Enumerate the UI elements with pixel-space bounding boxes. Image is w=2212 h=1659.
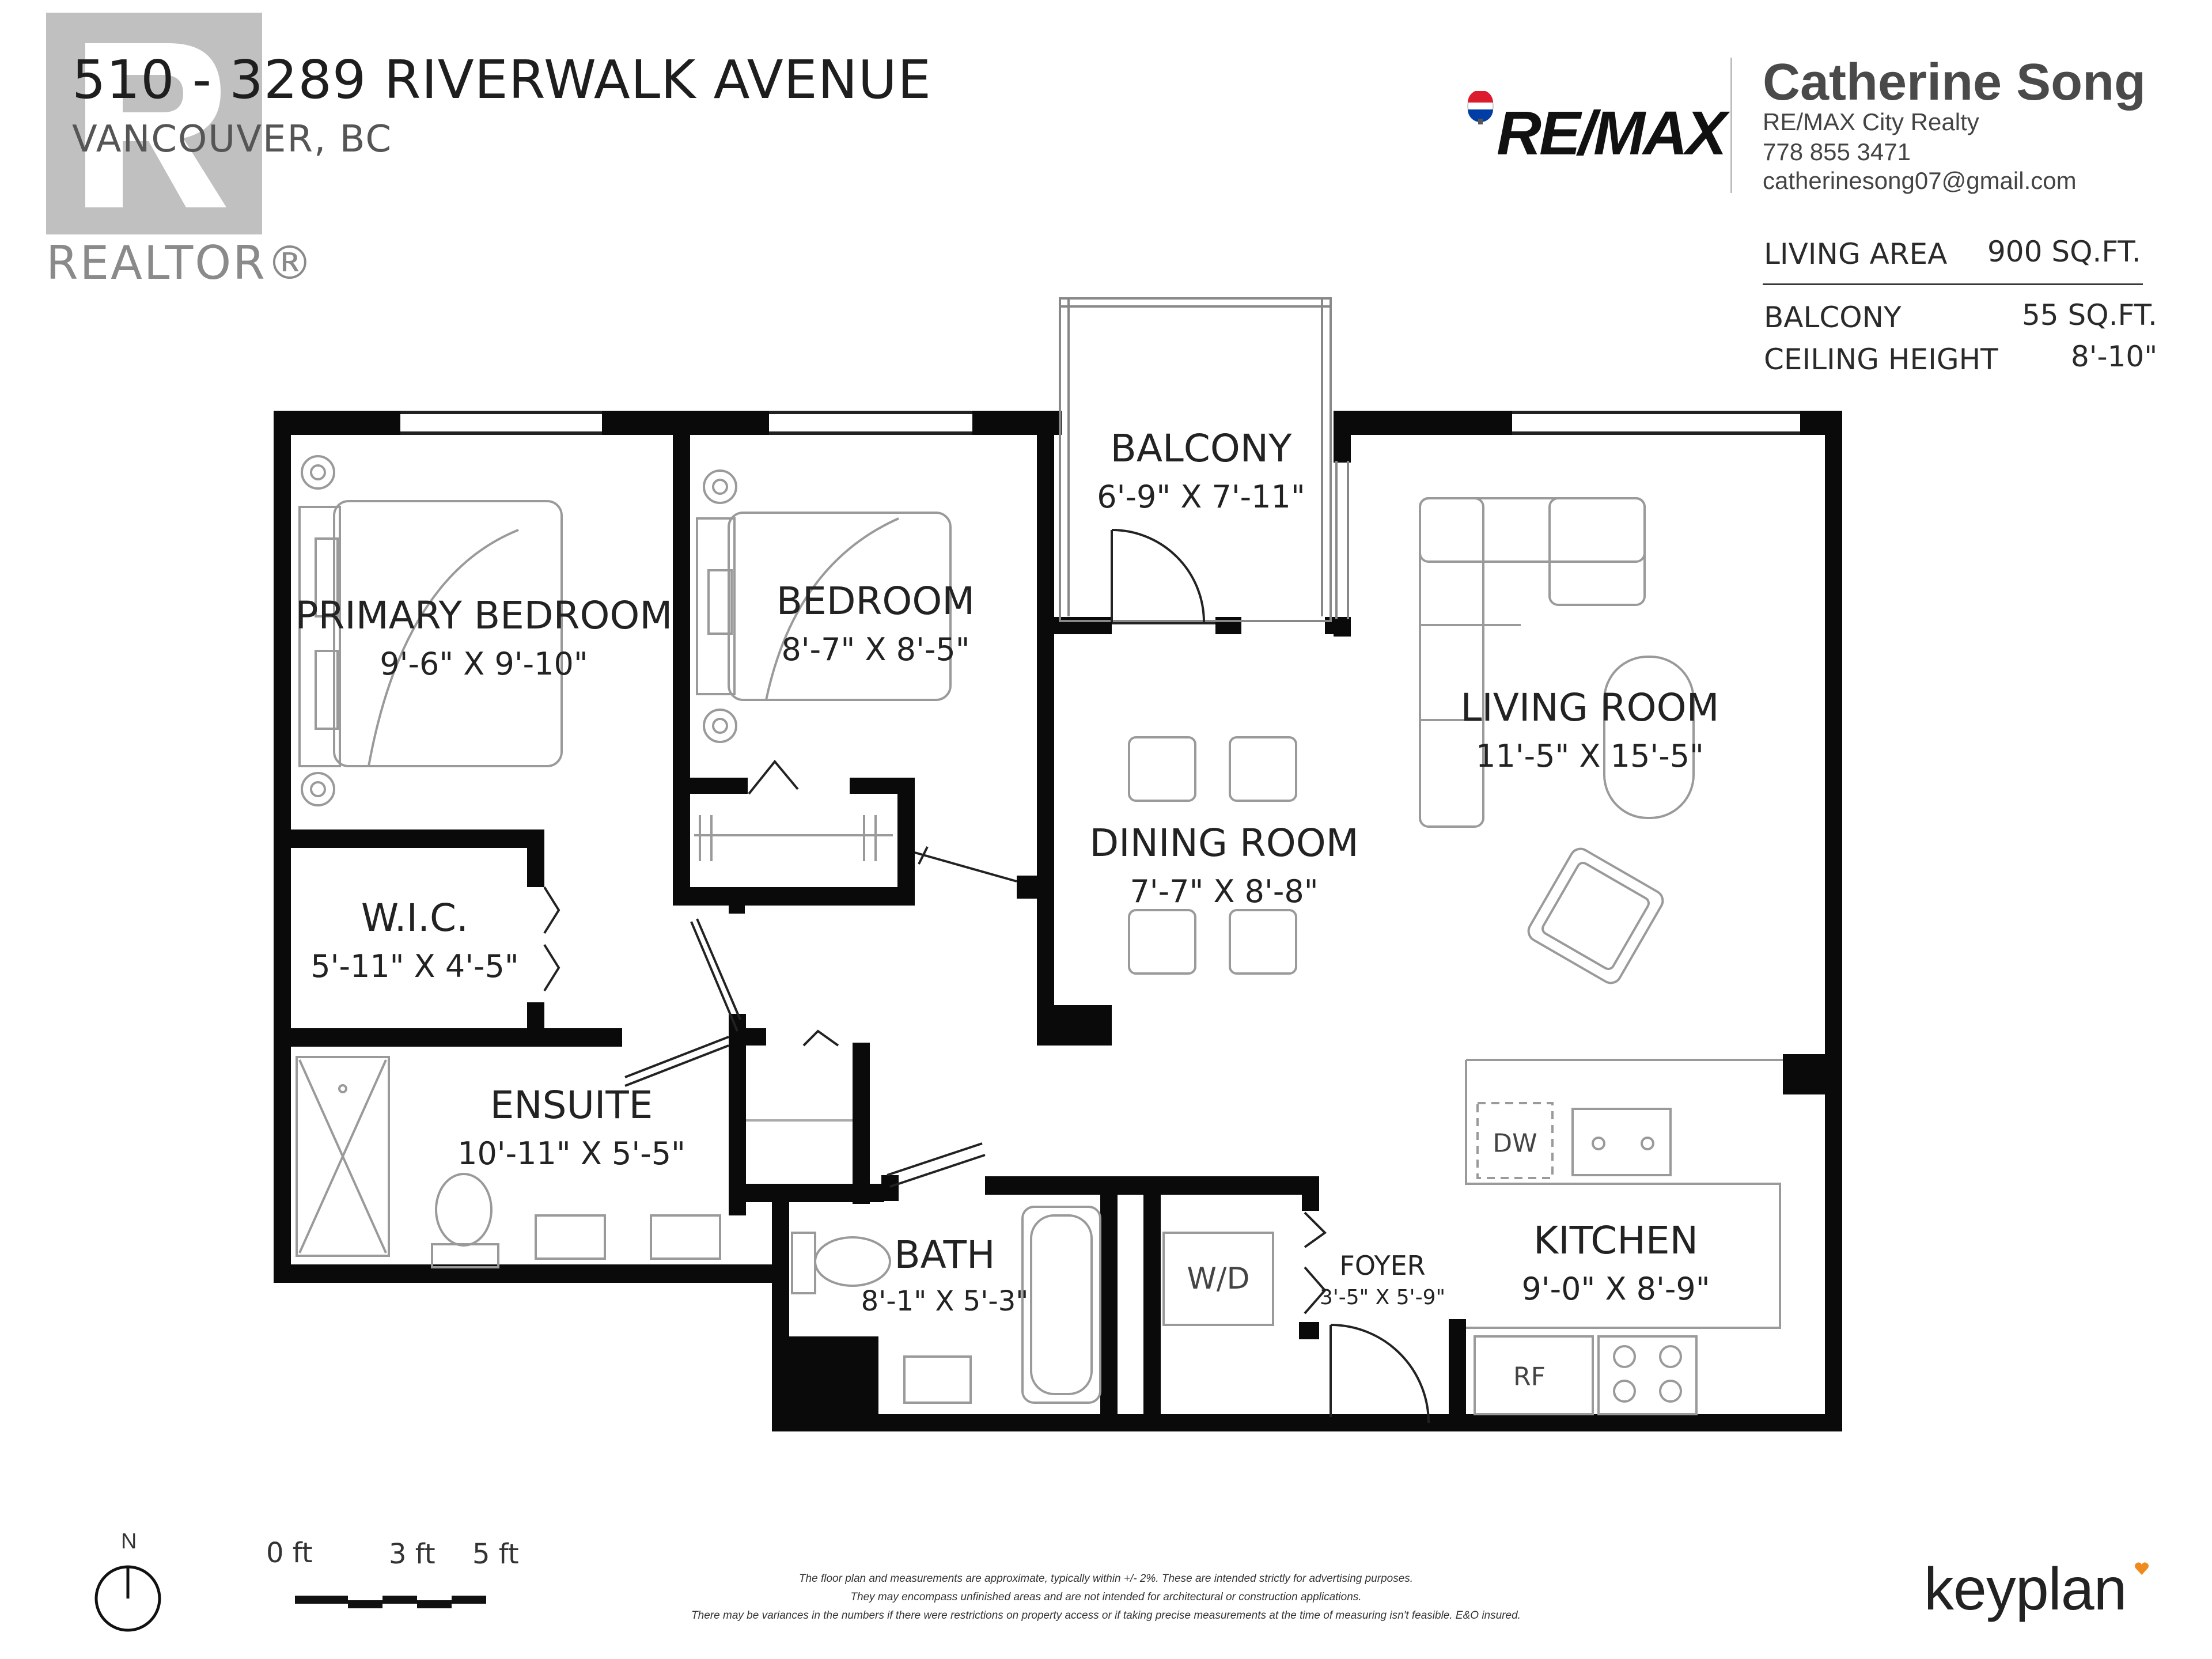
room-dimensions: 11'-5" X 15'-5": [1476, 738, 1704, 774]
property-city: VANCOUVER, BC: [72, 118, 393, 161]
scale-label-0: 0 ft: [266, 1537, 313, 1569]
realtor-wordmark: REALTOR®: [46, 236, 315, 290]
agent-email[interactable]: catherinesong07@gmail.com: [1763, 167, 2077, 194]
room-primary-bedroom: PRIMARY BEDROOM 9'-6" X 9'-10": [296, 593, 673, 682]
living-area-value: 900 SQ.FT.: [1987, 235, 2141, 268]
room-kitchen: KITCHEN 9'-0" X 8'-9": [1521, 1218, 1710, 1307]
room-name: W.I.C.: [361, 896, 469, 940]
room-name: KITCHEN: [1533, 1218, 1698, 1263]
fridge-label: RF: [1513, 1362, 1546, 1392]
spec-divider: [1763, 283, 2143, 285]
room-ensuite: ENSUITE 10'-11" X 5'-5": [457, 1083, 685, 1172]
balcony-area-label: BALCONY: [1764, 301, 1902, 334]
realtor-logo: [46, 13, 265, 237]
balcony-area-value: 55 SQ.FT.: [2022, 298, 2157, 332]
room-bedroom: BEDROOM 8'-7" X 8'-5": [777, 579, 975, 668]
room-dimensions: 8'-7" X 8'-5": [781, 631, 970, 668]
living-area-label: LIVING AREA: [1764, 237, 1948, 271]
walls: [274, 411, 1842, 1431]
room-wic: W.I.C. 5'-11" X 4'-5": [310, 896, 518, 984]
dishwasher-label: DW: [1493, 1128, 1537, 1158]
remax-logo: RE/MAX: [1463, 86, 1727, 168]
disclaimer: The floor plan and measurements are appr…: [599, 1570, 1613, 1625]
keyplan-heart-icon: [2135, 1562, 2149, 1575]
furniture: [296, 455, 1783, 1415]
keyplan-logo: keyplan: [1924, 1556, 2127, 1623]
room-living-room: LIVING ROOM 11'-5" X 15'-5": [1460, 685, 1719, 774]
room-foyer: FOYER 3'-5" X 5'-9": [1320, 1250, 1445, 1309]
remax-wordmark: RE/MAX: [1497, 98, 1727, 168]
room-dimensions: 10'-11" X 5'-5": [457, 1135, 685, 1172]
agent-company: RE/MAX City Realty: [1763, 108, 1979, 135]
washer-dryer-label: W/D: [1187, 1262, 1250, 1296]
scale-label-5: 5 ft: [472, 1538, 519, 1570]
north-arrow: [94, 1565, 161, 1632]
room-dimensions: 6'-9" X 7'-11": [1097, 479, 1305, 515]
scale-label-3: 3 ft: [389, 1538, 435, 1570]
room-dimensions: 9'-0" X 8'-9": [1521, 1271, 1710, 1307]
agent-name: Catherine Song: [1763, 54, 2146, 111]
property-address: 510 - 3289 RIVERWALK AVENUE: [72, 49, 932, 111]
remax-balloon-icon: [1467, 91, 1494, 124]
disclaimer-line: There may be variances in the numbers if…: [691, 1609, 1521, 1622]
scale-bar: [295, 1596, 486, 1608]
room-name: LIVING ROOM: [1460, 685, 1719, 730]
room-dining-room: DINING ROOM 7'-7" X 8'-8": [1089, 821, 1358, 910]
disclaimer-line: They may encompass unfinished areas and …: [850, 1591, 1362, 1603]
agent-phone: 778 855 3471: [1763, 138, 1911, 165]
ceiling-height-value: 8'-10": [2071, 340, 2158, 373]
ceiling-height-label: CEILING HEIGHT: [1764, 343, 1998, 376]
room-bath: BATH 8'-1" X 5'-3": [861, 1233, 1029, 1317]
door-swings: [543, 529, 1430, 1423]
room-dimensions: 9'-6" X 9'-10": [380, 646, 588, 682]
room-name: BATH: [894, 1233, 995, 1277]
disclaimer-line: The floor plan and measurements are appr…: [798, 1573, 1414, 1585]
header-divider: [1730, 58, 1732, 193]
realtor-r-icon: [85, 43, 226, 207]
room-name: FOYER: [1339, 1250, 1426, 1281]
balcony-outline: [1059, 297, 1349, 622]
room-dimensions: 7'-7" X 8'-8": [1130, 873, 1319, 910]
north-label: N: [121, 1529, 137, 1554]
room-name: PRIMARY BEDROOM: [295, 593, 673, 638]
room-name: DINING ROOM: [1089, 821, 1359, 865]
room-dimensions: 8'-1" X 5'-3": [861, 1285, 1029, 1317]
room-balcony: BALCONY 6'-9" X 7'-11": [1097, 426, 1305, 515]
room-dimensions: 5'-11" X 4'-5": [310, 948, 519, 984]
room-dimensions: 3'-5" X 5'-9": [1319, 1286, 1446, 1309]
room-name: BALCONY: [1110, 426, 1292, 471]
room-name: BEDROOM: [776, 579, 975, 623]
room-name: ENSUITE: [490, 1083, 653, 1127]
